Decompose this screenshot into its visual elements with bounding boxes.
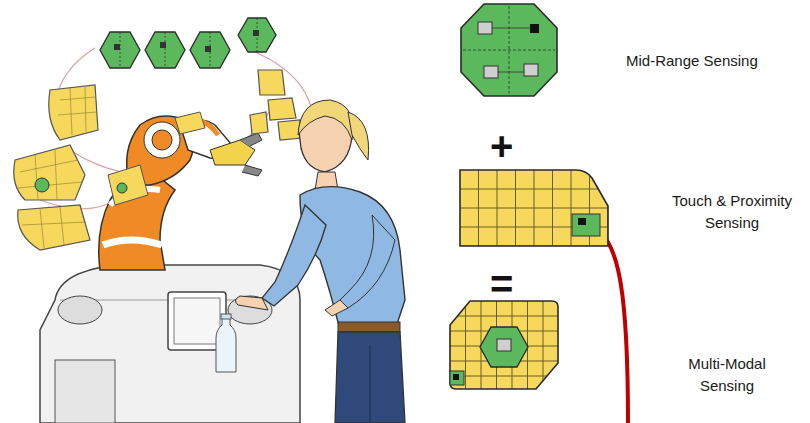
tile-label: Mid-Range Sensing: [626, 50, 802, 72]
operator-symbol: +: [490, 126, 513, 166]
touch-tile-shape: [458, 168, 612, 250]
hex-tile-shape: [458, 2, 560, 98]
operator-symbol: =: [490, 264, 513, 304]
sensor-tile: Mid-Range Sensing: [458, 2, 806, 98]
sensor-tile: Multi-Modal Sensing: [448, 295, 806, 401]
tile-label: Touch & Proximity Sensing: [662, 190, 802, 234]
tile-label: Multi-Modal Sensing: [660, 353, 794, 397]
robot-illustration: [0, 0, 450, 423]
sensor-tile: Touch & Proximity Sensing: [458, 168, 806, 250]
multimodal-tile-shape: [448, 295, 562, 393]
red-cable: [600, 232, 628, 423]
